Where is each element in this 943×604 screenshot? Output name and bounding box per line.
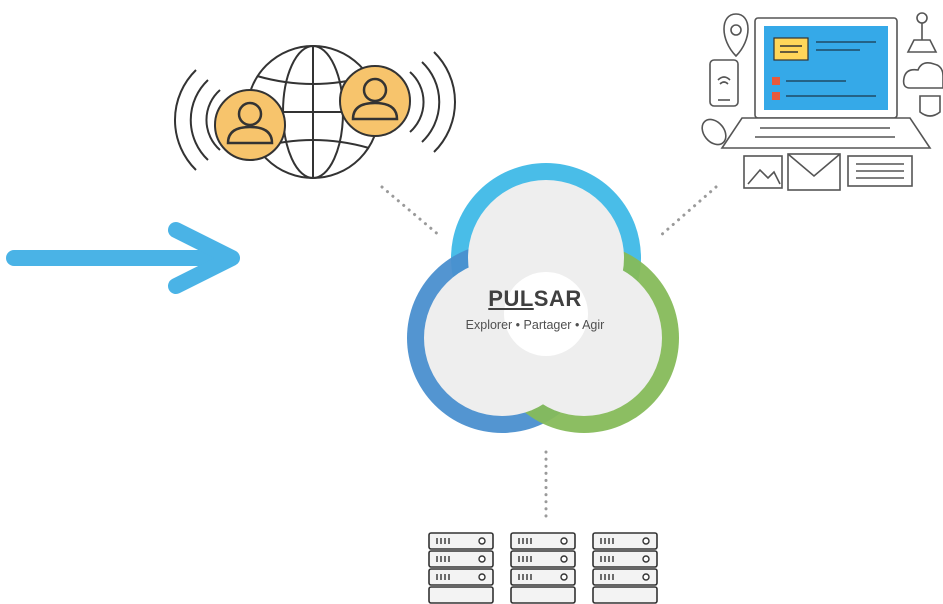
arrow-right-icon [6,222,240,294]
user-avatar-right-icon [339,65,411,137]
connector-dots [380,185,718,522]
laptop-devices-icon [701,12,943,191]
user-avatar-left-icon [214,89,286,161]
pulsar-hub [407,163,679,433]
server-rack-icon [428,532,658,604]
